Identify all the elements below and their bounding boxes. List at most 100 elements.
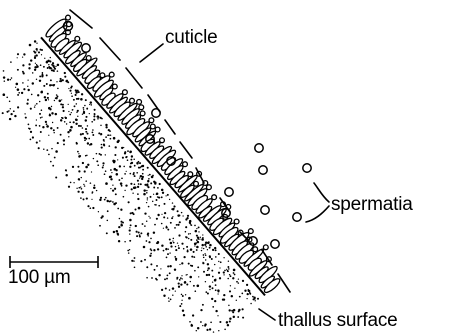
stipple-dot — [148, 175, 149, 176]
stipple-dot — [92, 134, 94, 136]
cell-tip — [194, 181, 199, 186]
stipple-dot — [232, 311, 234, 313]
stipple-dot — [18, 92, 20, 94]
stipple-dot — [51, 148, 53, 150]
stipple-dot — [84, 139, 86, 141]
stipple-dot — [41, 74, 43, 76]
surface-edge — [41, 37, 265, 295]
stipple-dot — [204, 244, 206, 246]
stipple-dot — [134, 183, 136, 185]
stipple-dot — [150, 196, 152, 198]
stipple-dot — [194, 290, 196, 292]
stipple-dot — [177, 224, 179, 226]
stipple-dot — [34, 69, 36, 71]
stipple-dot — [208, 267, 210, 269]
stipple-dot — [17, 94, 19, 96]
stipple-dot — [179, 221, 181, 223]
stipple-dot — [122, 157, 124, 159]
stipple-dot — [126, 171, 127, 172]
stipple-dot — [143, 193, 146, 196]
stipple-dot — [137, 193, 139, 195]
stipple-dot — [15, 87, 16, 88]
stipple-dot — [227, 266, 229, 268]
stipple-dot — [165, 248, 167, 250]
stipple-dot — [66, 123, 67, 124]
stipple-dot — [10, 79, 11, 80]
stipple-dot — [142, 173, 144, 175]
stipple-dot — [105, 197, 107, 199]
stipple-dot — [10, 61, 12, 63]
stipple-dot — [106, 200, 108, 202]
stipple-dot — [62, 104, 64, 106]
stipple-dot — [236, 300, 237, 301]
stipple-dot — [212, 281, 213, 282]
stipple-dot — [194, 270, 196, 272]
stipple-dot — [28, 124, 30, 126]
stipple-dot — [130, 224, 132, 226]
stipple-dot — [41, 90, 42, 91]
stipple-dot — [208, 274, 210, 276]
stipple-dot — [130, 183, 132, 185]
stipple-dot — [10, 108, 11, 109]
stipple-dot — [82, 113, 83, 114]
stipple-dot — [178, 214, 180, 216]
stipple-dot — [147, 197, 149, 199]
stipple-dot — [71, 112, 72, 113]
stipple-dot — [139, 177, 140, 178]
stipple-dot — [87, 205, 89, 207]
stipple-dot — [105, 170, 107, 172]
stipple-dot — [67, 131, 69, 133]
stipple-dot — [57, 88, 59, 90]
stipple-dot — [167, 217, 168, 218]
stipple-dot — [63, 143, 65, 145]
stipple-dot — [196, 228, 197, 229]
stipple-dot — [180, 283, 182, 285]
stipple-dot — [70, 126, 73, 129]
stipple-dot — [137, 198, 139, 200]
stipple-dot — [202, 304, 204, 306]
stipple-dot — [136, 172, 138, 174]
stipple-dot — [139, 162, 141, 164]
stipple-dot — [144, 259, 146, 261]
stipple-dot — [114, 154, 116, 156]
stipple-dot — [201, 238, 204, 241]
stipple-dot — [168, 300, 170, 302]
stipple-dot — [81, 177, 82, 178]
stipple-dot — [196, 249, 198, 251]
stipple-dot — [128, 252, 129, 253]
stipple-dot — [165, 195, 166, 196]
stipple-dot — [167, 265, 169, 267]
stipple-dot — [127, 250, 129, 252]
cell-tip — [207, 185, 212, 190]
stipple-dot — [105, 126, 107, 128]
stipple-dot — [161, 214, 162, 215]
stipple-dot — [194, 245, 195, 246]
stipple-dot — [155, 278, 157, 280]
stipple-dot — [150, 253, 152, 255]
stipple-dot — [207, 292, 209, 294]
stipple-dot — [224, 329, 226, 331]
stipple-dot — [138, 183, 140, 185]
stipple-dot — [146, 183, 148, 185]
stipple-dot — [48, 99, 49, 100]
stipple-dot — [57, 127, 59, 129]
stipple-dot — [202, 234, 203, 235]
stipple-dot — [173, 208, 174, 209]
stipple-dot — [71, 95, 73, 97]
stipple-dot — [89, 207, 91, 209]
stipple-dot — [97, 115, 99, 117]
stipple-dot — [229, 309, 231, 311]
stipple-dot — [203, 254, 205, 256]
stipple-dot — [103, 165, 104, 166]
stipple-dot — [68, 136, 69, 137]
stipple-dot — [44, 96, 46, 98]
stipple-dot — [63, 139, 65, 141]
stipple-dot — [186, 274, 187, 275]
stipple-dot — [112, 189, 114, 191]
cell-tip — [183, 162, 188, 167]
stipple-dot — [61, 99, 62, 100]
stipple-dot — [230, 285, 231, 286]
stipple-dot — [163, 250, 165, 252]
cell-tip — [112, 84, 117, 89]
